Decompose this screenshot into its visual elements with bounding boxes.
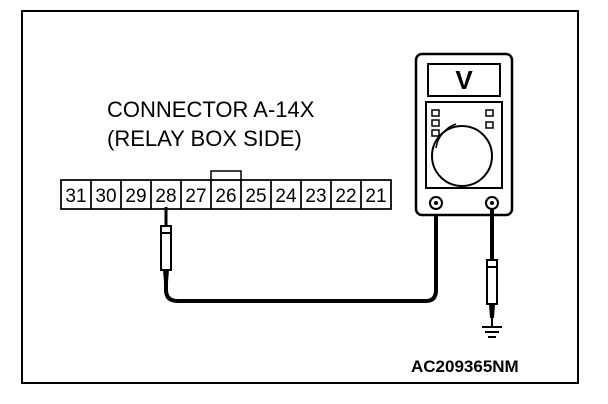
connector-pin-row: 31 30 29 28 27 26 25 24 23 22 21 [60,170,392,210]
figure-frame [21,10,579,384]
connector-side-label: (RELAY BOX SIDE) [107,126,302,151]
connector-pin-number: 24 [275,186,297,207]
connector-pin-number: 21 [365,186,386,207]
voltmeter-display [427,63,501,97]
voltmeter: V [414,52,514,217]
test-lead-wire [164,205,438,303]
connector-pin-number: 26 [215,186,236,207]
connector-pin-number: 22 [335,186,356,207]
connector-pin-number: 31 [65,186,86,207]
test-probe-negative [486,209,498,318]
connector-pin-number: 27 [185,186,206,207]
connector-title: CONNECTOR A-14X [107,97,315,122]
voltmeter-display-symbol: V [455,65,473,95]
connector-pin-cell [360,179,392,210]
connector-pin-number: 23 [305,186,326,207]
connector-latch [210,170,242,181]
connector-pin-number: 28 [155,186,176,207]
voltmeter-scale-arc [435,123,457,149]
ground-icon [482,318,502,338]
connector-pin-number: 25 [245,186,266,207]
connector-pin-number: 30 [95,186,116,207]
test-probe-positive [160,207,172,282]
figure-code: AC209365NM [411,357,519,376]
connector-pin-number: 29 [125,186,146,207]
voltmeter-selector-dial [431,125,493,187]
